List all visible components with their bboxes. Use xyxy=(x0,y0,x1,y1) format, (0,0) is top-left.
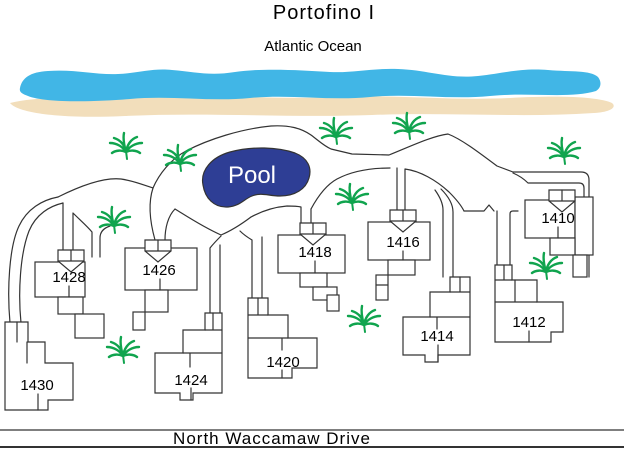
building-1414: 1414 xyxy=(402,276,471,363)
palm-tree-icon xyxy=(105,335,141,365)
pool-label: Pool xyxy=(228,162,276,189)
palm-tree-icon xyxy=(162,143,198,173)
palm-tree-icon xyxy=(546,136,582,166)
building-1426: 1426 xyxy=(124,239,198,331)
building-label: 1426 xyxy=(142,262,175,279)
ocean-label: Atlantic Ocean xyxy=(264,38,362,55)
building-label: 1410 xyxy=(541,210,574,227)
palm-tree-icon xyxy=(528,251,564,281)
building-label: 1428 xyxy=(52,269,85,286)
palm-tree-icon xyxy=(318,116,354,146)
palm-tree-icon xyxy=(334,182,370,212)
palm-tree-icon xyxy=(96,205,132,235)
building-label: 1420 xyxy=(266,354,299,371)
palm-tree-icon xyxy=(391,111,427,141)
ocean-water xyxy=(19,68,601,102)
building-1412: 1412 xyxy=(494,264,564,343)
building-label: 1414 xyxy=(420,328,453,345)
page-title: Portofino I xyxy=(273,2,375,24)
building-1416: 1416 xyxy=(367,209,431,301)
pool-shape xyxy=(201,147,311,208)
building-1420: 1420 xyxy=(247,297,318,379)
palm-tree-icon xyxy=(108,131,144,161)
building-label: 1424 xyxy=(174,372,207,389)
building-label: 1416 xyxy=(386,234,419,251)
palm-tree-icon xyxy=(346,304,382,334)
building-1424: 1424 xyxy=(154,312,223,401)
building-1418: 1418 xyxy=(277,222,346,312)
street-label: North Waccamaw Drive xyxy=(173,429,371,448)
building-1430: 1430 xyxy=(4,321,74,411)
building-label: 1430 xyxy=(20,377,53,394)
street: North Waccamaw Drive xyxy=(0,429,624,448)
building-label: 1412 xyxy=(512,314,545,331)
building-1428: 1428 xyxy=(34,249,105,339)
beach-sand xyxy=(10,95,614,117)
building-label: 1418 xyxy=(298,244,331,261)
roads xyxy=(8,125,590,324)
building-1410: 1410 xyxy=(524,189,594,278)
